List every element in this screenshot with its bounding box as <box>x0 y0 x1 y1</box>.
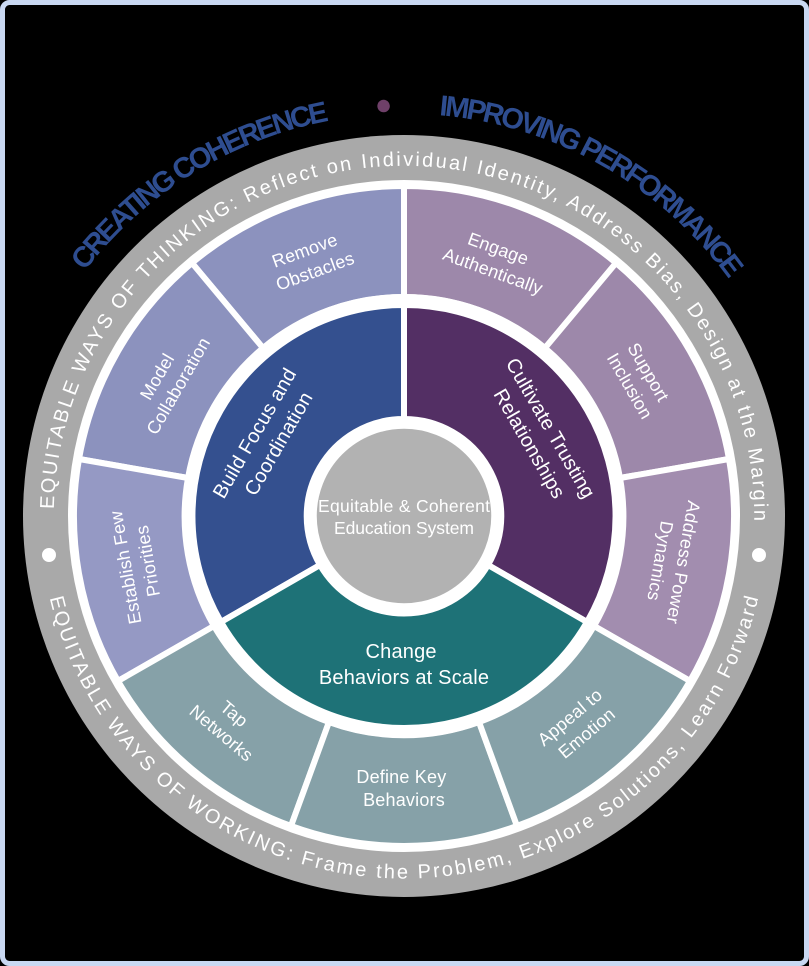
label-change-behaviors-at-scale: Change Behaviors at Scale <box>319 641 489 689</box>
ring-divider-dot-right <box>752 548 766 562</box>
title-separator-dot: ● <box>374 89 394 122</box>
center-hub-line1: Equitable & Coherent <box>318 496 490 516</box>
center-hub-line2: Education System <box>334 518 474 538</box>
ring-divider-dot-left <box>42 548 56 562</box>
label-define-key-behaviors: Define Key Behaviors <box>356 767 451 810</box>
center-hub-circle <box>311 423 497 609</box>
